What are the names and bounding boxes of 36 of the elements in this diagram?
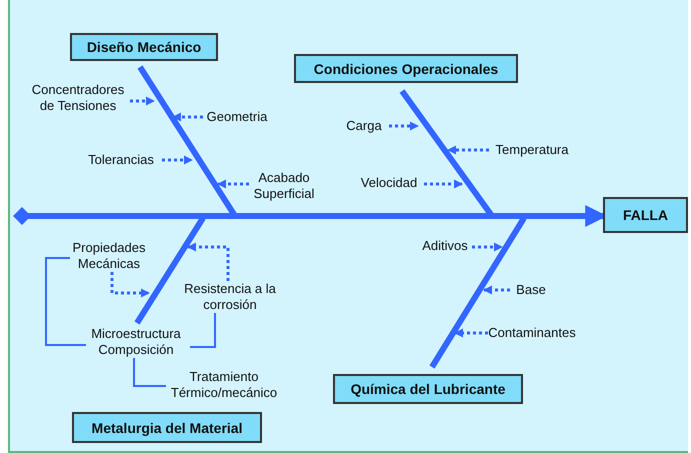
bracket-line — [45, 257, 86, 346]
cause-label: Aditivos — [422, 238, 468, 254]
fishbone-line — [429, 216, 527, 369]
dotted-arrow — [217, 180, 249, 188]
cause-label: Tratamiento Térmico/mecánico — [164, 369, 284, 401]
bracket-line — [133, 358, 166, 387]
effect-box: FALLA — [603, 197, 688, 233]
dotted-arrow — [389, 122, 419, 130]
category-box: Condiciones Operacionales — [294, 54, 518, 83]
cause-label: Velocidad — [360, 175, 418, 191]
dotted-arrow — [447, 146, 489, 154]
dotted-arrow — [472, 242, 503, 252]
dotted-arrow — [454, 328, 488, 338]
bracket-line — [190, 313, 216, 348]
dotted-arrow — [172, 112, 203, 122]
cause-label: Concentradores de Tensiones — [28, 82, 128, 114]
category-box: Diseño Mecánico — [70, 33, 218, 61]
category-box: Química del Lubricante — [333, 374, 523, 404]
cause-label: Resistencia a la corrosión — [184, 281, 276, 313]
dotted-arrow — [483, 286, 510, 294]
dotted-arrow — [187, 242, 230, 281]
cause-label: Microestructura Composición — [84, 326, 188, 358]
cause-label: Geometria — [206, 109, 268, 125]
cause-label: Contaminantes — [488, 325, 576, 341]
cause-label: Temperatura — [496, 142, 568, 158]
dotted-arrow — [424, 180, 463, 188]
dotted-arrow — [110, 272, 150, 298]
cause-label: Tolerancias — [88, 152, 154, 168]
cause-label: Carga — [346, 118, 382, 134]
dotted-arrow — [162, 156, 193, 164]
cause-label: Base — [516, 282, 546, 298]
cause-label: Propiedades Mecánicas — [68, 240, 150, 272]
dotted-arrow — [130, 96, 155, 106]
fishbone-line — [134, 216, 206, 325]
cause-label: Acabado Superficial — [247, 170, 321, 202]
category-box: Metalurgia del Material — [72, 412, 262, 443]
